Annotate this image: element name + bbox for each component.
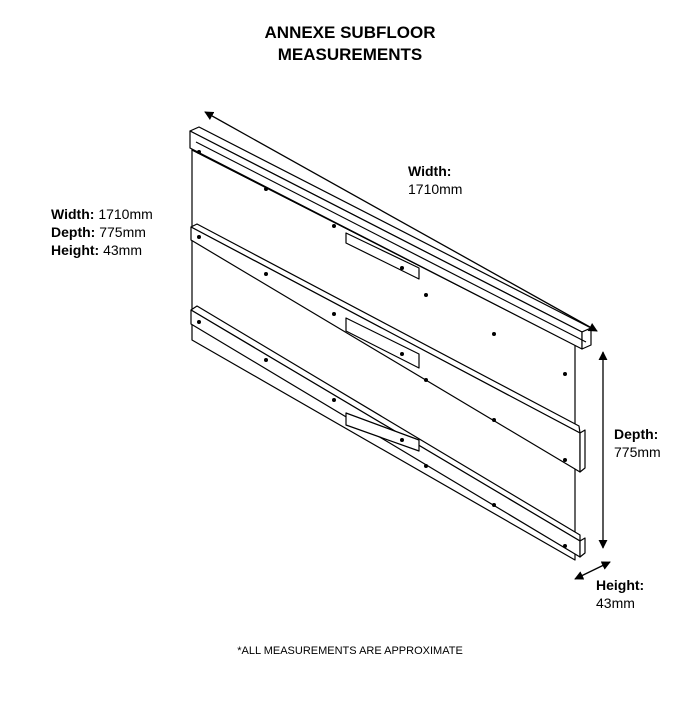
- diagram-title: ANNEXE SUBFLOOR MEASUREMENTS: [0, 22, 700, 66]
- bottom-rail: [190, 305, 586, 558]
- title-line-2: MEASUREMENTS: [277, 45, 423, 64]
- summary-height: Height: 43mm: [51, 242, 143, 258]
- summary-width: Width: 1710mm: [51, 206, 153, 222]
- approximate-footnote: *ALL MEASUREMENTS ARE APPROXIMATE: [237, 645, 463, 657]
- title-line-1: ANNEXE SUBFLOOR: [264, 23, 436, 42]
- width-arrow: [204, 111, 598, 332]
- summary-depth: Depth: 775mm: [51, 224, 146, 240]
- depth-dimension-label: Depth: 775mm: [614, 426, 661, 460]
- height-arrow: [574, 561, 611, 580]
- height-dimension-label: Height: 43mm: [596, 577, 645, 611]
- summary-specs: Width: 1710mm Depth: 775mm Height: 43mm: [51, 205, 153, 259]
